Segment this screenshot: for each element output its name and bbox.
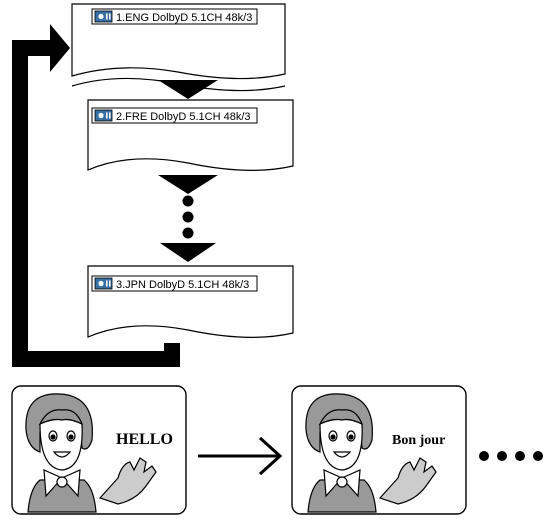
down-arrow-1 <box>158 80 218 99</box>
speech-panel-2: Bon jour <box>291 385 467 515</box>
speech-text-2: Bon jour <box>392 433 445 448</box>
tv-screen-3: 3.JPN DolbyD 5.1CH 48k/3 <box>87 265 294 338</box>
down-arrow-3 <box>160 243 216 262</box>
trailing-dots <box>479 451 543 461</box>
osd-bar-2 <box>91 107 258 124</box>
speech-panel-1: HELLO <box>11 385 187 515</box>
audio-icon <box>94 109 113 122</box>
audio-icon <box>94 10 113 23</box>
osd-bar-1 <box>91 8 258 25</box>
down-arrow-2 <box>158 175 218 194</box>
girl-speaking-illustration <box>25 393 157 513</box>
continuation-dots <box>182 195 194 239</box>
girl-speaking-illustration <box>305 393 437 513</box>
tv-screen-2: 2.FRE DolbyD 5.1CH 48k/3 <box>87 99 294 171</box>
right-arrow <box>198 436 283 476</box>
osd-bar-3 <box>91 275 258 292</box>
speech-text-1: HELLO <box>116 431 173 448</box>
osd-label-2: 2.FRE DolbyD 5.1CH 48k/3 <box>116 111 251 123</box>
tv-screen-1: 1.ENG DolbyD 5.1CH 48k/3 <box>71 3 286 92</box>
osd-label-1: 1.ENG DolbyD 5.1CH 48k/3 <box>116 12 252 24</box>
osd-label-3: 3.JPN DolbyD 5.1CH 48k/3 <box>116 279 249 291</box>
audio-icon <box>94 277 113 290</box>
